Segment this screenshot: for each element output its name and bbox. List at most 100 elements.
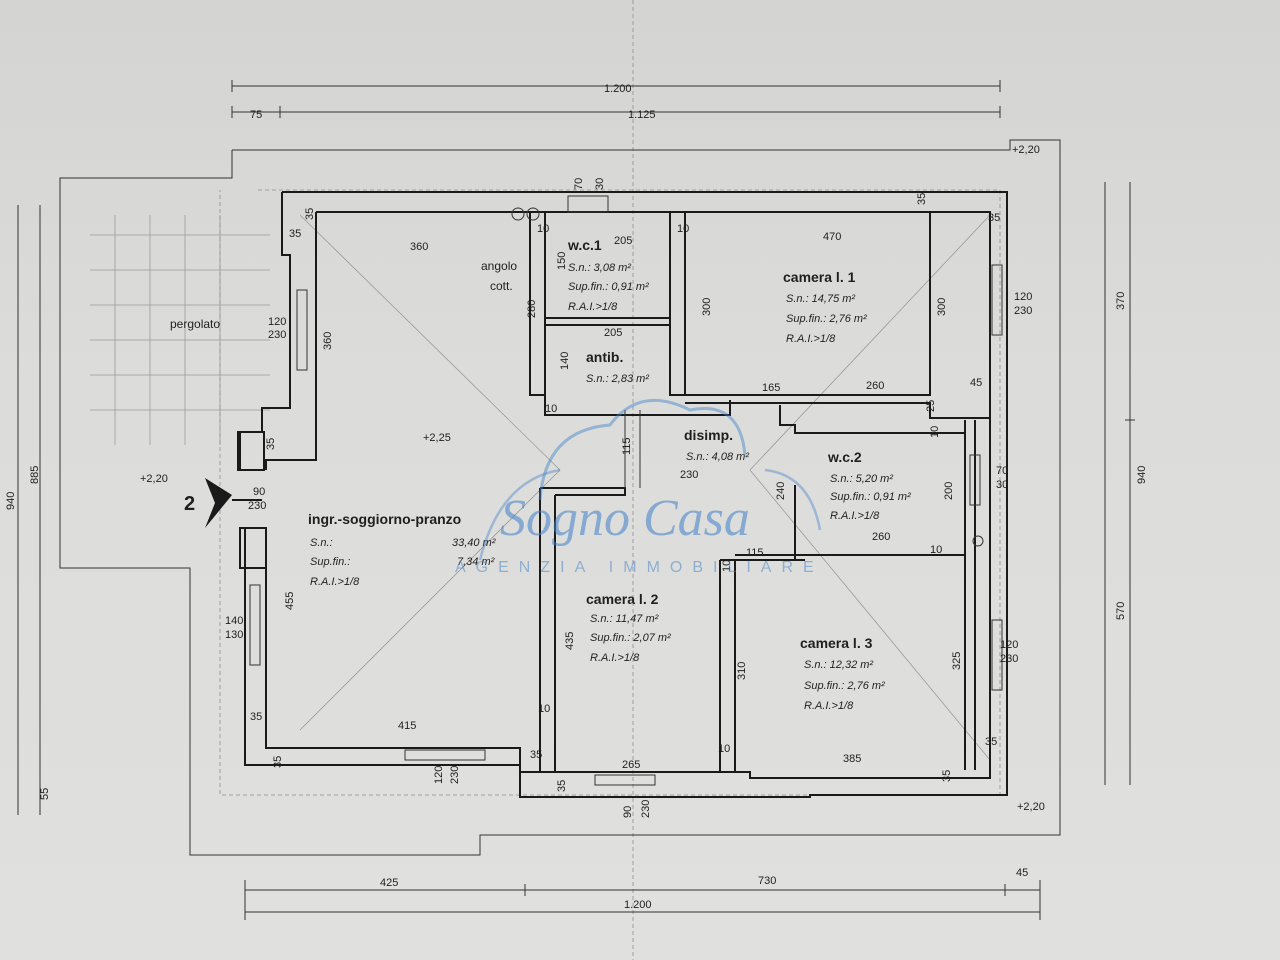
room-disimp-sn: S.n.: 4,08 m² <box>686 451 749 463</box>
dimension-lines <box>17 80 1135 920</box>
fixture-circle-c <box>972 535 984 547</box>
dim-260-b: 260 <box>872 531 890 543</box>
dim-325: 325 <box>951 652 963 670</box>
dim-150: 150 <box>556 252 568 270</box>
dim-140: 140 <box>559 352 571 370</box>
dim-left-outer: 940 <box>5 492 17 510</box>
dim-35-c: 35 <box>265 438 277 450</box>
room-camera1-sn: S.n.: 14,75 m² <box>786 293 855 305</box>
dim-35-g: 35 <box>556 780 568 792</box>
level-left: +2,20 <box>140 473 168 485</box>
dim-right-bottom: 570 <box>1115 602 1127 620</box>
dim-10-e: 10 <box>930 544 942 556</box>
dim-25: 25 <box>925 400 937 412</box>
level-bottom-right: +2,20 <box>1017 801 1045 813</box>
label-pergolato: pergolato <box>170 317 220 331</box>
dim-top-overall: 1.200 <box>604 83 632 95</box>
dim-left-inner: 885 <box>29 466 41 484</box>
dim-35-a: 35 <box>304 208 316 220</box>
terrace-outline <box>59 139 1061 856</box>
dim-top-inner: 1.125 <box>628 109 656 121</box>
room-camera2-name: camera l. 2 <box>586 591 659 607</box>
win-120-right-top: 120 <box>1014 291 1032 303</box>
room-soggiorno-sup: Sup.fin.: <box>310 556 350 568</box>
dim-240: 240 <box>775 482 787 500</box>
room-disimp-name: disimp. <box>684 427 733 443</box>
room-antib-sn: S.n.: 2,83 m² <box>586 373 649 385</box>
dim-115-b: 115 <box>746 547 764 559</box>
dim-35-h: 35 <box>985 736 997 748</box>
dim-10-f: 10 <box>538 703 550 715</box>
dim-115-a: 115 <box>621 437 633 455</box>
dim-10-c: 10 <box>545 403 557 415</box>
dim-right-outer: 940 <box>1136 466 1148 484</box>
room-camera3-name: camera l. 3 <box>800 635 873 651</box>
dim-35-j: 35 <box>988 212 1000 224</box>
dim-385: 385 <box>843 753 861 765</box>
fixture-circle-b <box>526 207 540 221</box>
win-130-left: 130 <box>225 629 243 641</box>
dim-10-a: 10 <box>537 223 549 235</box>
watermark-swoosh-icon <box>478 468 822 561</box>
room-wc2-rai: R.A.I.>1/8 <box>830 510 880 522</box>
dim-35-k: 35 <box>916 193 928 205</box>
room-camera2-rai: R.A.I.>1/8 <box>590 652 640 664</box>
room-antib-name: antib. <box>586 349 623 365</box>
dim-260-a: 260 <box>866 380 884 392</box>
dim-35-f: 35 <box>530 749 542 761</box>
dim-265: 265 <box>622 759 640 771</box>
dim-435: 435 <box>564 632 576 650</box>
room-wc2-sn: S.n.: 5,20 m² <box>830 473 893 485</box>
dim-360-vertical: 360 <box>322 332 334 350</box>
dim-bottom-right: 45 <box>1016 867 1028 879</box>
label-cott: cott. <box>490 279 513 293</box>
room-wc1-sup: Sup.fin.: 0,91 m² <box>568 281 649 293</box>
dim-bottom-overall: 1.200 <box>624 899 652 911</box>
dim-470: 470 <box>823 231 841 243</box>
win-120-right-bottom: 120 <box>1000 639 1018 651</box>
room-camera1-name: camera l. 1 <box>783 269 856 285</box>
room-soggiorno-name: ingr.-soggiorno-pranzo <box>308 511 461 527</box>
win-230-entrance: 230 <box>248 500 266 512</box>
dim-205-a: 205 <box>614 235 632 247</box>
windows <box>249 195 1003 786</box>
dim-10-d: 10 <box>929 426 941 438</box>
dim-300-a: 300 <box>701 298 713 316</box>
room-camera3-sup: Sup.fin.: 2,76 m² <box>804 680 885 692</box>
dim-415: 415 <box>398 720 416 732</box>
room-soggiorno-rai: R.A.I.>1/8 <box>310 576 360 588</box>
dim-10-g: 10 <box>718 743 730 755</box>
room-wc2-sup: Sup.fin.: 0,91 m² <box>830 491 911 503</box>
win-90-entrance: 90 <box>253 486 265 498</box>
watermark-cloud-icon <box>538 398 747 501</box>
room-camera1-rai: R.A.I.>1/8 <box>786 333 836 345</box>
room-soggiorno-sn-value: 33,40 m² <box>452 537 496 549</box>
room-soggiorno-sn: S.n.: <box>310 537 333 549</box>
dim-10-h: 10 <box>721 560 733 572</box>
dim-top-left: 75 <box>250 109 262 121</box>
exterior-walls <box>237 191 1008 798</box>
win-90-bottom: 90 <box>622 806 634 818</box>
dim-right-top: 370 <box>1115 292 1127 310</box>
dim-35-e: 35 <box>272 756 284 768</box>
dim-230: 230 <box>680 469 698 481</box>
room-camera2-sn: S.n.: 11,47 m² <box>590 613 659 625</box>
room-wc1-name: w.c.1 <box>567 237 602 253</box>
dim-35-d: 35 <box>250 711 262 723</box>
win-230-right-top: 230 <box>1014 305 1032 317</box>
room-wc2-name: w.c.2 <box>827 449 862 465</box>
room-camera3-sn: S.n.: 12,32 m² <box>804 659 873 671</box>
room-wc1-rai: R.A.I.>1/8 <box>568 301 618 313</box>
room-camera2-sup: Sup.fin.: 2,07 m² <box>590 632 671 644</box>
dim-455: 455 <box>284 592 296 610</box>
dim-10-b: 10 <box>677 223 689 235</box>
dim-bottom-left: 425 <box>380 877 398 889</box>
watermark-brand: Sogno Casa <box>500 490 750 547</box>
room-soggiorno-sup-value: 7,34 m² <box>457 556 495 568</box>
dim-360-horizontal: 360 <box>410 241 428 253</box>
fixture-circle-a <box>511 207 525 221</box>
level-center: +2,25 <box>423 432 451 444</box>
entrance-arrow-icon <box>205 478 232 528</box>
